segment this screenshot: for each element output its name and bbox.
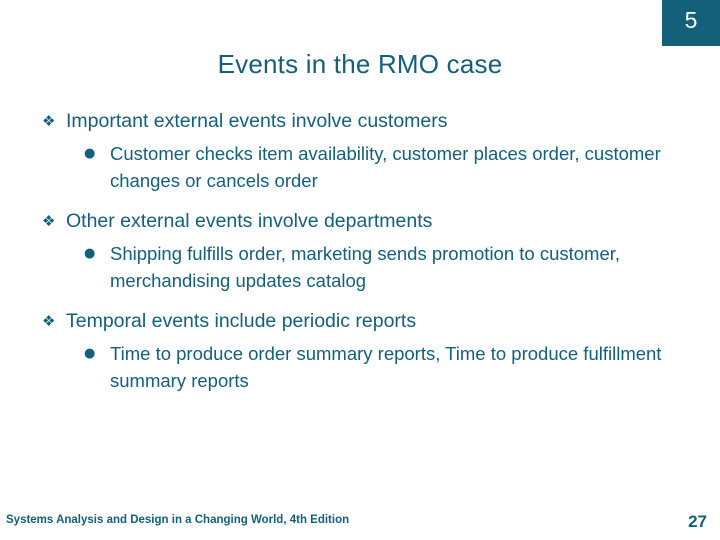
- footer-page-number: 27: [688, 512, 707, 531]
- bullet-level2-3: ● Time to produce order summary reports,…: [38, 340, 702, 394]
- diamond-bullet-icon: ❖: [42, 112, 56, 130]
- slide-body: ❖ Important external events involve cust…: [38, 108, 702, 408]
- bullet-level2-1: ● Customer checks item availability, cus…: [38, 140, 702, 194]
- slide-number-badge: 5: [662, 0, 720, 46]
- bullet-level1-1: ❖ Important external events involve cust…: [38, 108, 702, 134]
- footer-source-text: Systems Analysis and Design in a Changin…: [6, 514, 350, 526]
- dot-bullet-icon: ●: [84, 346, 96, 361]
- bullet-level1-2: ❖ Other external events involve departme…: [38, 208, 702, 234]
- diamond-bullet-icon: ❖: [42, 212, 56, 230]
- dot-bullet-icon: ●: [84, 246, 96, 261]
- bullet-level1-3: ❖ Temporal events include periodic repor…: [38, 308, 702, 334]
- bullet-level2-3-text: Time to produce order summary reports, T…: [110, 343, 662, 391]
- dot-bullet-icon: ●: [84, 146, 96, 161]
- slide-number-text: 5: [684, 7, 698, 33]
- bullet-level1-3-text: Temporal events include periodic reports: [66, 310, 417, 332]
- diamond-bullet-icon: ❖: [42, 312, 56, 330]
- bullet-level1-2-text: Other external events involve department…: [66, 210, 433, 232]
- page-title: Events in the RMO case: [217, 49, 503, 79]
- bullet-level2-2-text: Shipping fulfills order, marketing sends…: [110, 243, 621, 291]
- bullet-level1-1-text: Important external events involve custom…: [66, 110, 448, 132]
- bullet-level2-2: ● Shipping fulfills order, marketing sen…: [38, 240, 702, 294]
- bullet-level2-1-text: Customer checks item availability, custo…: [110, 143, 661, 191]
